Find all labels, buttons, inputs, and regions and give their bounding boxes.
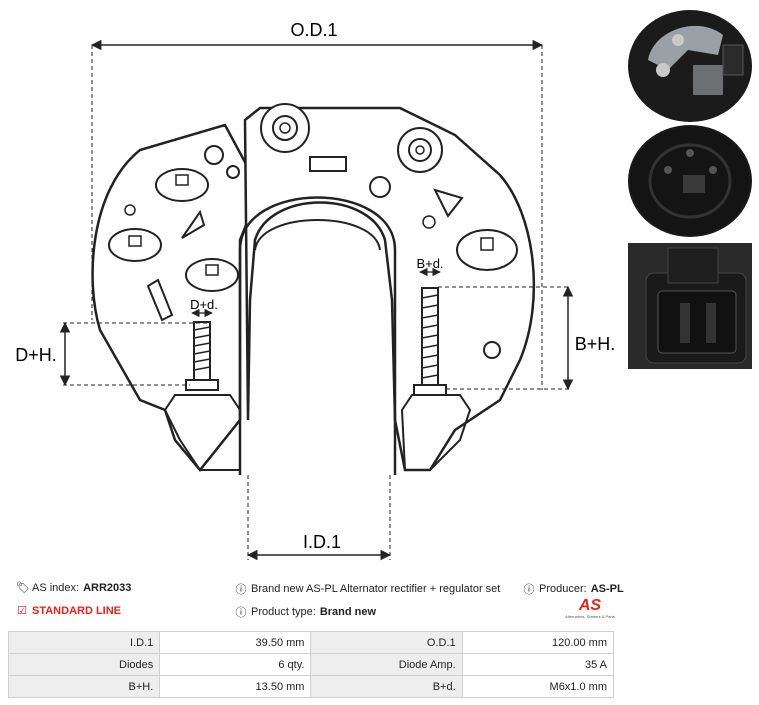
spec-label: Diode Amp.	[310, 653, 463, 676]
dd-label: D+d.	[190, 297, 218, 312]
spec-value: 13.50 mm	[159, 675, 312, 698]
info-icon: ⓘ	[235, 584, 247, 596]
spec-label: O.D.1	[310, 631, 463, 654]
dh-label: D+H.	[15, 345, 57, 365]
spec-value: 39.50 mm	[159, 631, 312, 654]
spec-value: 6 qty.	[159, 653, 312, 676]
table-row: B+H. 13.50 mm B+d. M6x1.0 mm	[7, 675, 615, 698]
standard-line-label: STANDARD LINE	[32, 604, 122, 617]
as-pl-logo: AS Alternators, Starters & Parts	[565, 597, 615, 620]
logo-text: AS	[578, 597, 602, 614]
producer-row: ⓘ Producer: AS-PL	[523, 581, 624, 597]
specs-table: I.D.1 39.50 mm O.D.1 120.00 mm Diodes 6 …	[7, 631, 615, 698]
tag-icon: 🏷	[16, 582, 30, 594]
spec-label: Diodes	[7, 653, 161, 676]
as-index-row: 🏷 AS index: ARR2033	[16, 581, 132, 595]
spec-value: 120.00 mm	[461, 631, 615, 654]
table-row: Diodes 6 qty. Diode Amp. 35 A	[7, 653, 615, 676]
bh-label: B+H.	[575, 334, 616, 354]
description-text: Brand new AS-PL Alternator rectifier + r…	[251, 583, 501, 595]
spec-value: 35 A	[461, 653, 615, 676]
description-row: ⓘ Brand new AS-PL Alternator rectifier +…	[235, 581, 501, 597]
product-type-row: ⓘ Product type: Brand new	[235, 604, 377, 620]
technical-drawing: O.D.1 B+d. D+d. D+H.	[15, 20, 616, 561]
info-icon: ⓘ	[235, 607, 247, 619]
product-photo-connector	[628, 243, 752, 369]
spec-label: B+d.	[310, 675, 463, 698]
product-type-value: Brand new	[319, 606, 377, 618]
check-square-icon: ☑	[17, 605, 27, 617]
id1-label: I.D.1	[303, 532, 341, 552]
spec-value: M6x1.0 mm	[461, 675, 615, 698]
as-index-label: AS index:	[32, 581, 80, 594]
bd-label: B+d.	[416, 256, 443, 271]
as-index-value: ARR2033	[83, 581, 132, 594]
product-photo-top	[628, 10, 752, 122]
product-type-label: Product type:	[251, 606, 316, 618]
spec-label: B+H.	[7, 675, 161, 698]
info-icon: ⓘ	[523, 584, 535, 596]
table-row: I.D.1 39.50 mm O.D.1 120.00 mm	[7, 631, 615, 654]
standard-line-row: ☑ STANDARD LINE	[16, 604, 122, 618]
producer-label: Producer:	[539, 583, 587, 595]
producer-value: AS-PL	[590, 583, 624, 595]
od1-label: O.D.1	[290, 20, 337, 40]
logo-tagline: Alternators, Starters & Parts	[565, 614, 615, 619]
product-photo-middle	[628, 125, 752, 237]
spec-label: I.D.1	[7, 631, 161, 654]
